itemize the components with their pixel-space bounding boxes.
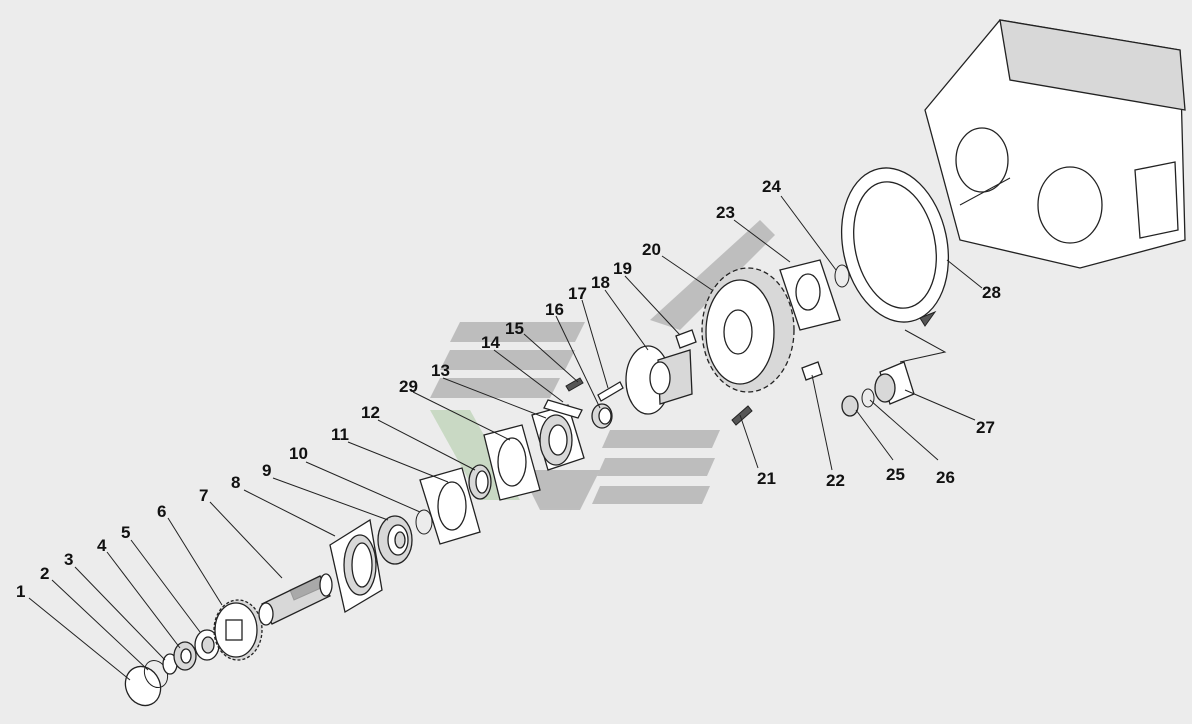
part-24-snap-ring (834, 264, 850, 288)
part-28-flange-ring (840, 167, 950, 327)
callout-13: 13 (431, 361, 450, 380)
callout-1: 1 (16, 582, 25, 601)
part-14-lock-plate (543, 399, 583, 419)
part-23-disk (779, 259, 841, 331)
callout-15: 15 (505, 319, 524, 338)
callout-9: 9 (262, 461, 271, 480)
part-9-bearing (377, 515, 413, 565)
callout-4: 4 (97, 536, 107, 555)
part-20-ring-gear (701, 267, 795, 393)
part-29-gasket (483, 424, 541, 501)
part-10-snap-ring (415, 509, 433, 535)
callout-2: 2 (40, 564, 49, 583)
callout-10: 10 (289, 444, 308, 463)
part-18-hub-flange (625, 345, 693, 415)
part-21-bolt (731, 405, 753, 426)
callout-14: 14 (481, 333, 500, 352)
part-25-nut (841, 395, 859, 417)
part-4-bearing (173, 641, 197, 671)
callout-11: 11 (331, 425, 349, 444)
callout-29: 29 (399, 377, 418, 396)
callout-19: 19 (613, 259, 632, 278)
part-22-pin (801, 361, 823, 381)
callout-24: 24 (762, 177, 781, 196)
callout-27: 27 (976, 418, 995, 437)
part-1-end-cap (124, 665, 162, 707)
callout-12: 12 (361, 403, 380, 422)
callout-26: 26 (936, 468, 955, 487)
callout-16: 16 (545, 300, 564, 319)
callout-17: 17 (568, 284, 587, 303)
callout-3: 3 (64, 550, 73, 569)
callout-18: 18 (591, 273, 610, 292)
callout-7: 7 (199, 486, 208, 505)
callout-labels: 1 2 3 4 5 6 7 8 9 10 11 12 29 13 14 15 1… (16, 177, 1001, 601)
part-8-flange-housing (329, 518, 383, 614)
part-11-gasket (419, 467, 481, 545)
part-13-bearing-cover (531, 404, 585, 471)
callout-28: 28 (982, 283, 1001, 302)
leader-lines (28, 177, 1011, 681)
callout-23: 23 (716, 203, 735, 222)
gearbox-housing (924, 19, 1186, 269)
part-6-gear (213, 599, 263, 661)
part-27-sleeve (874, 361, 915, 405)
part-17-bolt (597, 381, 624, 402)
callout-22: 22 (826, 471, 845, 490)
part-16-bushing (591, 403, 613, 429)
callout-21: 21 (757, 469, 776, 488)
callout-6: 6 (157, 502, 166, 521)
callout-25: 25 (886, 465, 905, 484)
part-19-pin (675, 329, 697, 349)
callout-5: 5 (121, 523, 130, 542)
part-26-washer (861, 388, 875, 408)
part-15-bolt (565, 377, 584, 392)
part-7-splined-shaft (258, 573, 333, 626)
part-12-seal (468, 464, 492, 500)
callout-8: 8 (231, 473, 240, 492)
callout-20: 20 (642, 240, 661, 259)
